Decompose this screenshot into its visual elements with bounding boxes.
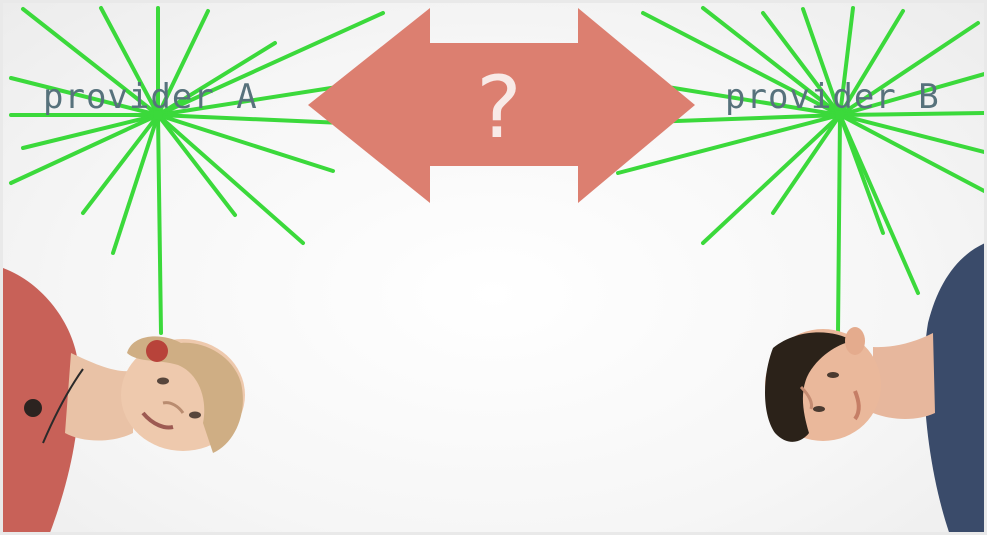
burst-b-ray — [801, 7, 842, 117]
burst-b-ray — [701, 113, 842, 245]
burst-a-ray — [156, 81, 365, 117]
burst-icon-b — [616, 6, 984, 335]
burst-b-ray — [836, 113, 842, 335]
burst-icon-a — [9, 6, 385, 335]
burst-a-ray — [9, 113, 160, 185]
burst-a-ray — [81, 113, 160, 215]
burst-a-ray — [156, 11, 385, 117]
right-shirt — [924, 243, 984, 532]
double-arrow-icon — [308, 8, 695, 203]
burst-a-ray — [156, 41, 277, 117]
burst-b-ray — [761, 11, 842, 117]
burst-a-ray — [111, 113, 160, 255]
burst-b-ray — [838, 72, 984, 117]
burst-b-ray — [616, 113, 842, 175]
person-left — [3, 268, 245, 532]
burst-a-ray — [156, 9, 210, 117]
burst-b-ray — [838, 113, 984, 194]
burst-a-ray — [156, 113, 345, 125]
burst-b-ray — [771, 113, 842, 215]
necklace-pendant — [24, 399, 42, 417]
burst-a-ray — [9, 76, 160, 117]
burst-a-ray — [156, 113, 335, 173]
question-mark-icon: ? — [476, 58, 522, 158]
burst-b-ray — [701, 6, 842, 117]
burst-a-ray — [156, 113, 305, 245]
burst-b-ray — [838, 111, 984, 117]
burst-a-ray — [156, 113, 237, 217]
burst-b-ray — [641, 81, 842, 117]
burst-a-ray — [21, 113, 160, 150]
burst-b-ray — [838, 113, 885, 235]
burst-b-ray — [838, 113, 920, 295]
burst-a-ray — [99, 6, 160, 117]
burst-b-ray — [838, 9, 905, 117]
burst-b-ray — [838, 21, 980, 117]
burst-b-ray — [838, 113, 984, 155]
burst-b-ray — [641, 11, 842, 117]
person-right — [765, 243, 984, 532]
left-shirt — [3, 268, 80, 532]
burst-b-ray — [838, 6, 855, 117]
burst-a-ray — [156, 113, 163, 335]
provider-a-label: provider A — [43, 77, 258, 117]
scene-svg: ? — [3, 6, 984, 532]
burst-a-ray — [21, 7, 160, 117]
provider-b-label: provider B — [725, 77, 940, 117]
